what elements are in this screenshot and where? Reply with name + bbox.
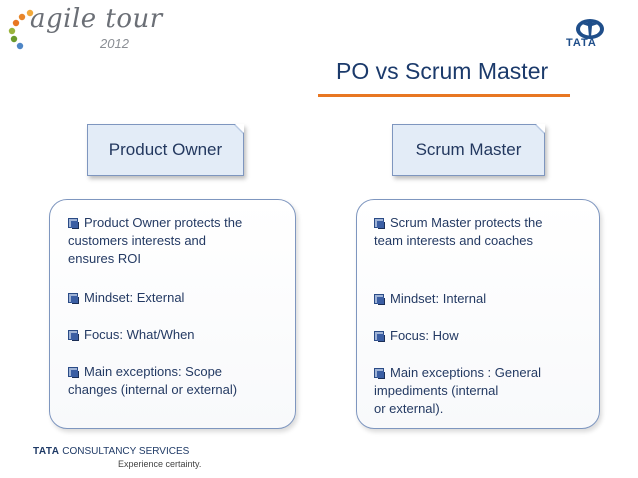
heading-scrum-master-label: Scrum Master: [415, 140, 522, 159]
sm-bullet-focus: Focus: How: [374, 327, 459, 345]
page-fold-corner: [235, 124, 244, 133]
slide-title: PO vs Scrum Master: [336, 58, 549, 84]
checkbox-bullet-icon: [68, 218, 78, 228]
checkbox-bullet-icon: [68, 367, 78, 377]
footer-tagline: Experience certainty.: [118, 459, 202, 469]
po-bullet-mindset: Mindset: External: [68, 289, 184, 307]
checkbox-bullet-icon: [374, 331, 384, 341]
checkbox-bullet-icon: [374, 218, 384, 228]
agile-tour-logo-dots: [8, 9, 34, 50]
sm-bullet-protects: Scrum Master protects the team interests…: [374, 215, 543, 248]
page-fold-corner: [536, 124, 545, 133]
heading-product-owner: Product Owner: [87, 124, 244, 176]
po-bullet-protects: Product Owner protects the customers int…: [68, 215, 243, 266]
event-logo-name: agile tour: [30, 4, 163, 34]
scrum-master-panel: [356, 199, 600, 429]
tata-emblem-icon: [576, 19, 604, 39]
checkbox-bullet-icon: [374, 294, 384, 304]
checkbox-bullet-icon: [68, 330, 78, 340]
footer-company-logo: TATA CONSULTANCY SERVICES: [33, 446, 190, 457]
po-bullet-focus: Focus: What/When: [68, 326, 195, 344]
title-underline: [318, 94, 570, 97]
heading-product-owner-label: Product Owner: [108, 140, 223, 159]
checkbox-bullet-icon: [374, 368, 384, 378]
product-owner-panel: [49, 199, 296, 429]
sm-bullet-mindset: Mindset: Internal: [374, 290, 486, 308]
event-logo-year: 2012: [100, 36, 129, 51]
heading-scrum-master: Scrum Master: [392, 124, 545, 176]
tata-logo-text: TATA: [566, 37, 597, 49]
po-bullet-exceptions: Main exceptions: Scope changes (internal…: [68, 364, 238, 397]
checkbox-bullet-icon: [68, 293, 78, 303]
sm-bullet-exceptions: Main exceptions : General impediments (i…: [374, 365, 542, 416]
